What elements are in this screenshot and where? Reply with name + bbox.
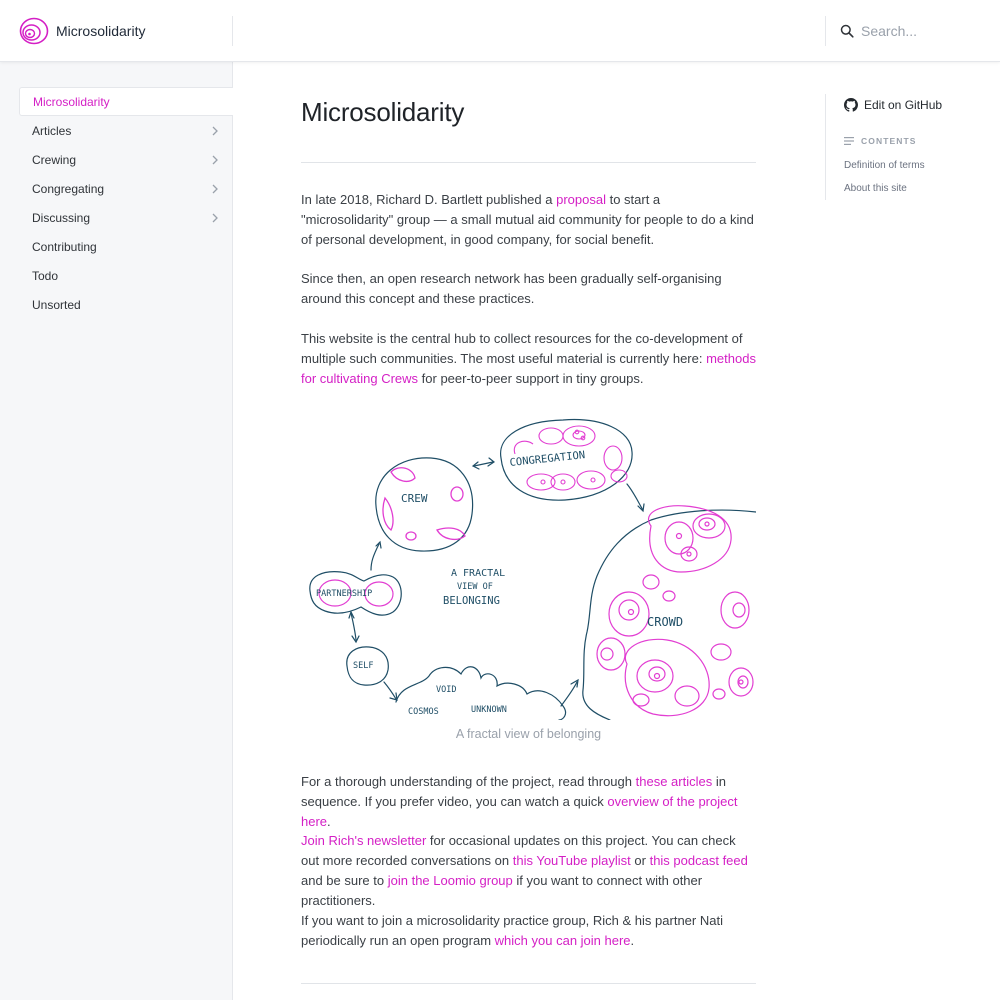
paragraph-text: to start a "microsolidarity" group — a s… (301, 192, 754, 247)
top-header: Microsolidarity (0, 0, 1000, 62)
sidebar-nav: Microsolidarity Articles Crewing Congreg… (19, 87, 233, 319)
toc-heading: CONTENTS (844, 136, 917, 146)
toc-item-about-this-site[interactable]: About this site (844, 183, 907, 194)
sidebar-item-label: Congregating (32, 181, 105, 196)
void-label: VOID (436, 685, 456, 695)
site-name: Microsolidarity (56, 23, 146, 39)
search-icon (840, 24, 854, 38)
sidebar-item-label: Articles (32, 123, 72, 138)
toc-item-definition-of-terms[interactable]: Definition of terms (844, 160, 925, 171)
paragraph-text: Since then, an open research network has… (301, 271, 722, 306)
paragraph-text: . (630, 933, 635, 948)
network-paragraph: Since then, an open research network has… (301, 269, 756, 309)
newsletter-paragraph: Join Rich's newsletter for occasional up… (301, 831, 756, 911)
site-brand[interactable]: Microsolidarity (18, 15, 145, 47)
spiral-logo-icon (19, 17, 49, 45)
loomio-group-link[interactable]: join the Loomio group (387, 873, 513, 888)
hub-paragraph: This website is the central hub to colle… (301, 329, 756, 389)
sidebar-item-unsorted[interactable]: Unsorted (19, 290, 233, 319)
right-rail: Edit on GitHub CONTENTS Definition of te… (825, 94, 1000, 200)
sidebar-item-crewing[interactable]: Crewing (19, 145, 233, 174)
sidebar-item-label: Contributing (32, 239, 97, 254)
bottom-divider (301, 983, 756, 984)
podcast-feed-link[interactable]: this podcast feed (649, 853, 748, 868)
sidebar-item-discussing[interactable]: Discussing (19, 203, 233, 232)
chevron-right-icon (212, 213, 218, 222)
sidebar-item-todo[interactable]: Todo (19, 261, 233, 290)
toc-heading-label: CONTENTS (861, 136, 917, 146)
title-divider (301, 162, 756, 163)
fractal-belonging-diagram: CONGREGATION CREW CROWD PARTNERSHIP SELF… (309, 418, 756, 720)
project-overview-link[interactable]: overview of the project here (301, 794, 738, 829)
fractal-label-line3: BELONGING (443, 595, 500, 607)
sidebar-item-congregating[interactable]: Congregating (19, 174, 233, 203)
sidebar-item-microsolidarity[interactable]: Microsolidarity (19, 87, 233, 116)
paragraph-text: if you want to connect with other practi… (301, 873, 703, 908)
these-articles-link[interactable]: these articles (635, 774, 713, 789)
sidebar-item-label: Microsolidarity (33, 94, 110, 109)
figure-caption: A fractal view of belonging (455, 727, 602, 741)
crew-label: CREW (401, 492, 428, 505)
search-box[interactable] (840, 20, 1000, 42)
chevron-right-icon (212, 184, 218, 193)
fractal-label-line1: A FRACTAL (451, 568, 505, 579)
newsletter-link[interactable]: Join Rich's newsletter (301, 833, 427, 848)
paragraph-text: or (630, 853, 650, 868)
paragraph-text: and be sure to (301, 873, 388, 888)
sidebar-item-articles[interactable]: Articles (19, 116, 233, 145)
crowd-label: CROWD (647, 615, 683, 629)
sidebar-item-label: Crewing (32, 152, 77, 167)
sidebar-item-contributing[interactable]: Contributing (19, 232, 233, 261)
intro-paragraph: In late 2018, Richard D. Bartlett publis… (301, 190, 756, 250)
edit-on-github-label: Edit on GitHub (864, 98, 943, 112)
sidebar-item-label: Todo (32, 268, 59, 283)
cosmos-label: COSMOS (408, 707, 439, 717)
paragraph-text: If you want to join a microsolidarity pr… (301, 913, 723, 948)
sidebar: Microsolidarity Articles Crewing Congreg… (0, 62, 233, 1000)
page-title: Microsolidarity (301, 97, 465, 127)
program-paragraph: If you want to join a microsolidarity pr… (301, 911, 756, 951)
header-divider-right (825, 16, 826, 46)
crews-methods-link[interactable]: methods for cultivating Crews (301, 351, 756, 386)
unknown-label: UNKNOWN (471, 705, 507, 715)
chevron-right-icon (212, 126, 218, 135)
proposal-link[interactable]: proposal (556, 192, 606, 207)
sidebar-item-label: Discussing (32, 210, 91, 225)
congregation-label: CONGREGATION (509, 449, 586, 469)
edit-on-github-link[interactable]: Edit on GitHub (844, 98, 942, 112)
partnership-label: PARTNERSHIP (316, 589, 372, 599)
sidebar-item-label: Unsorted (32, 297, 81, 312)
self-label: SELF (353, 661, 373, 671)
paragraph-text: . (327, 814, 331, 829)
articles-paragraph: For a thorough understanding of the proj… (301, 772, 756, 832)
header-divider-left (232, 16, 233, 46)
paragraph-text: for occasional updates on this project. … (301, 833, 736, 868)
chevron-right-icon (212, 155, 218, 164)
paragraph-text: In late 2018, Richard D. Bartlett publis… (301, 192, 557, 207)
list-icon (844, 137, 854, 145)
join-program-link[interactable]: which you can join here (494, 933, 631, 948)
paragraph-text: in sequence. If you prefer video, you ca… (301, 774, 726, 809)
paragraph-text: This website is the central hub to colle… (301, 331, 743, 366)
search-input[interactable] (861, 23, 1000, 39)
github-icon (844, 98, 858, 112)
youtube-playlist-link[interactable]: this YouTube playlist (512, 853, 631, 868)
fractal-label-line2: VIEW OF (457, 582, 493, 592)
paragraph-text: for peer-to-peer support in tiny groups. (418, 371, 644, 386)
paragraph-text: For a thorough understanding of the proj… (301, 774, 636, 789)
